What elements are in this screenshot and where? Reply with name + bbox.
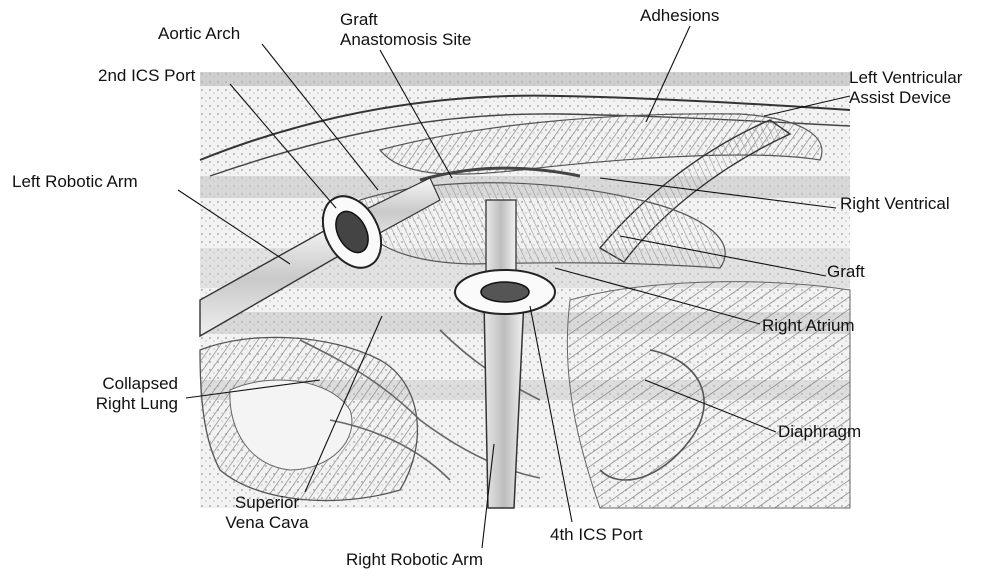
label-aortic-arch: Aortic Arch <box>158 24 240 44</box>
label-4th-ics-port: 4th ICS Port <box>550 525 643 545</box>
label-right-robotic-arm: Right Robotic Arm <box>346 550 483 570</box>
label-svc-line2: Vena Cava <box>212 513 322 533</box>
label-collapsed-right-lung: Collapsed Right Lung <box>60 374 178 414</box>
label-right-ventrical: Right Ventrical <box>840 194 950 214</box>
label-svc-line1: Superior <box>212 493 322 513</box>
label-graft-anastomosis-site: Graft Anastomosis Site <box>340 10 471 50</box>
label-left-robotic-arm: Left Robotic Arm <box>12 172 138 192</box>
label-graft: Graft <box>827 262 865 282</box>
label-2nd-ics-port: 2nd ICS Port <box>98 66 195 86</box>
label-lvad-line1: Left Ventricular <box>849 68 962 88</box>
label-collapsed-line2: Right Lung <box>60 394 178 414</box>
label-lvad-line2: Assist Device <box>849 88 962 108</box>
label-superior-vena-cava: Superior Vena Cava <box>212 493 322 533</box>
label-lvad: Left Ventricular Assist Device <box>849 68 962 108</box>
label-diaphragm: Diaphragm <box>778 422 861 442</box>
label-right-atrium: Right Atrium <box>762 316 855 336</box>
label-graft-anastomosis-line2: Anastomosis Site <box>340 30 471 50</box>
label-collapsed-line1: Collapsed <box>60 374 178 394</box>
label-adhesions: Adhesions <box>640 6 719 26</box>
label-graft-anastomosis-line1: Graft <box>340 10 471 30</box>
